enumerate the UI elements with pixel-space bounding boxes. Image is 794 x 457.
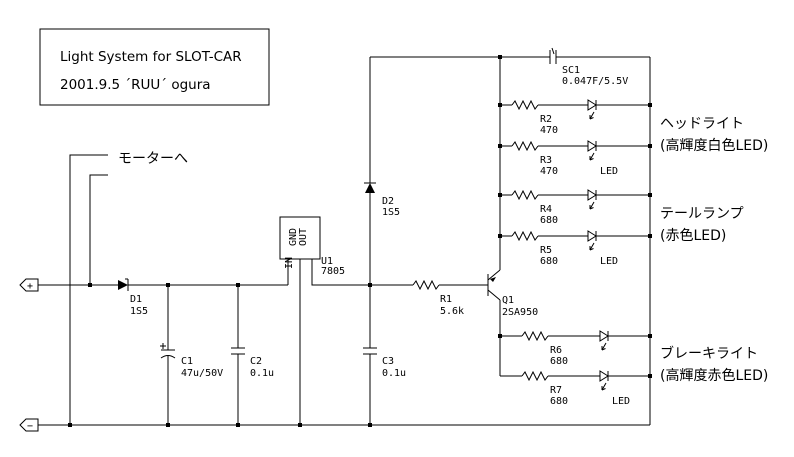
negative-terminal: − xyxy=(19,418,39,432)
c3-ref: C3 xyxy=(382,356,394,367)
r2-ref: R2 xyxy=(540,114,552,125)
brakelight-title: ブレーキライト xyxy=(660,345,758,362)
capacitor-c1 xyxy=(160,285,176,425)
c2-ref: C2 xyxy=(250,356,262,367)
title-line-2: 2001.9.5 ´RUU´ ogura xyxy=(60,77,211,93)
u1-pin-in: IN xyxy=(284,257,295,269)
d1-value: 1S5 xyxy=(130,306,148,317)
capacitor-c2 xyxy=(231,285,245,425)
r1-ref: R1 xyxy=(440,294,452,305)
u1-pin-out: OUT xyxy=(298,228,309,246)
regulator-u1: OUT GND IN xyxy=(279,216,370,425)
r7-value: 680 xyxy=(550,396,568,407)
supercap-sc1 xyxy=(549,47,650,64)
r6-value: 680 xyxy=(550,356,568,367)
branch-r7 xyxy=(500,370,650,391)
headlight-desc: (高輝度白色LED) xyxy=(660,137,768,154)
led-label-tail: LED xyxy=(600,256,618,267)
taillight-desc: (赤色LED) xyxy=(660,227,726,244)
d1-ref: D1 xyxy=(130,294,142,305)
c2-value: 0.1u xyxy=(250,368,274,379)
c1-ref: C1 xyxy=(181,356,193,367)
q1-value: 2SA950 xyxy=(502,307,538,318)
positive-terminal-label: + xyxy=(27,281,33,292)
r3-ref: R3 xyxy=(540,155,552,166)
u1-ref: U1 xyxy=(321,256,333,267)
capacitor-c3 xyxy=(363,285,377,425)
branch-r3 xyxy=(500,140,650,161)
taillight-title: テールランプ xyxy=(660,206,744,222)
u1-value: 7805 xyxy=(321,266,345,277)
branch-r2 xyxy=(500,99,650,120)
d2-value: 1S5 xyxy=(382,207,400,218)
d2-ref: D2 xyxy=(382,196,394,207)
headlight-title: ヘッドライト xyxy=(660,116,744,132)
motor-connection: モーターへ xyxy=(69,151,188,425)
sc1-ref: SC1 xyxy=(562,65,580,76)
negative-terminal-label: − xyxy=(27,421,33,432)
resistor-r1 xyxy=(370,279,488,291)
branch-r6 xyxy=(500,330,650,351)
c1-value: 47u/50V xyxy=(181,368,223,379)
branch-r5 xyxy=(500,230,650,251)
positive-terminal: + xyxy=(19,278,39,292)
diode-d2 xyxy=(364,57,376,285)
r7-ref: R7 xyxy=(550,385,562,396)
junction-dots xyxy=(68,55,652,427)
sc1-value: 0.047F/5.5V xyxy=(562,76,628,87)
transistor-q1 xyxy=(487,269,501,301)
title-box xyxy=(39,28,270,106)
r2-value: 470 xyxy=(540,125,558,136)
u1-pin-gnd: GND xyxy=(288,228,299,246)
branch-r4 xyxy=(500,189,650,210)
r4-value: 680 xyxy=(540,215,558,226)
q1-ref: Q1 xyxy=(502,295,514,306)
led-label-head: LED xyxy=(600,166,618,177)
r6-ref: R6 xyxy=(550,345,562,356)
r1-value: 5.6k xyxy=(440,306,464,317)
r3-value: 470 xyxy=(540,166,558,177)
brakelight-desc: (高輝度赤色LED) xyxy=(660,367,768,384)
r5-value: 680 xyxy=(540,256,558,267)
c3-value: 0.1u xyxy=(382,368,406,379)
r4-ref: R4 xyxy=(540,204,552,215)
motor-label: モーターへ xyxy=(118,151,188,167)
led-label-brake: LED xyxy=(612,396,630,407)
diode-d1 xyxy=(118,278,129,291)
r5-ref: R5 xyxy=(540,245,552,256)
title-line-1: Light System for SLOT-CAR xyxy=(60,49,242,65)
